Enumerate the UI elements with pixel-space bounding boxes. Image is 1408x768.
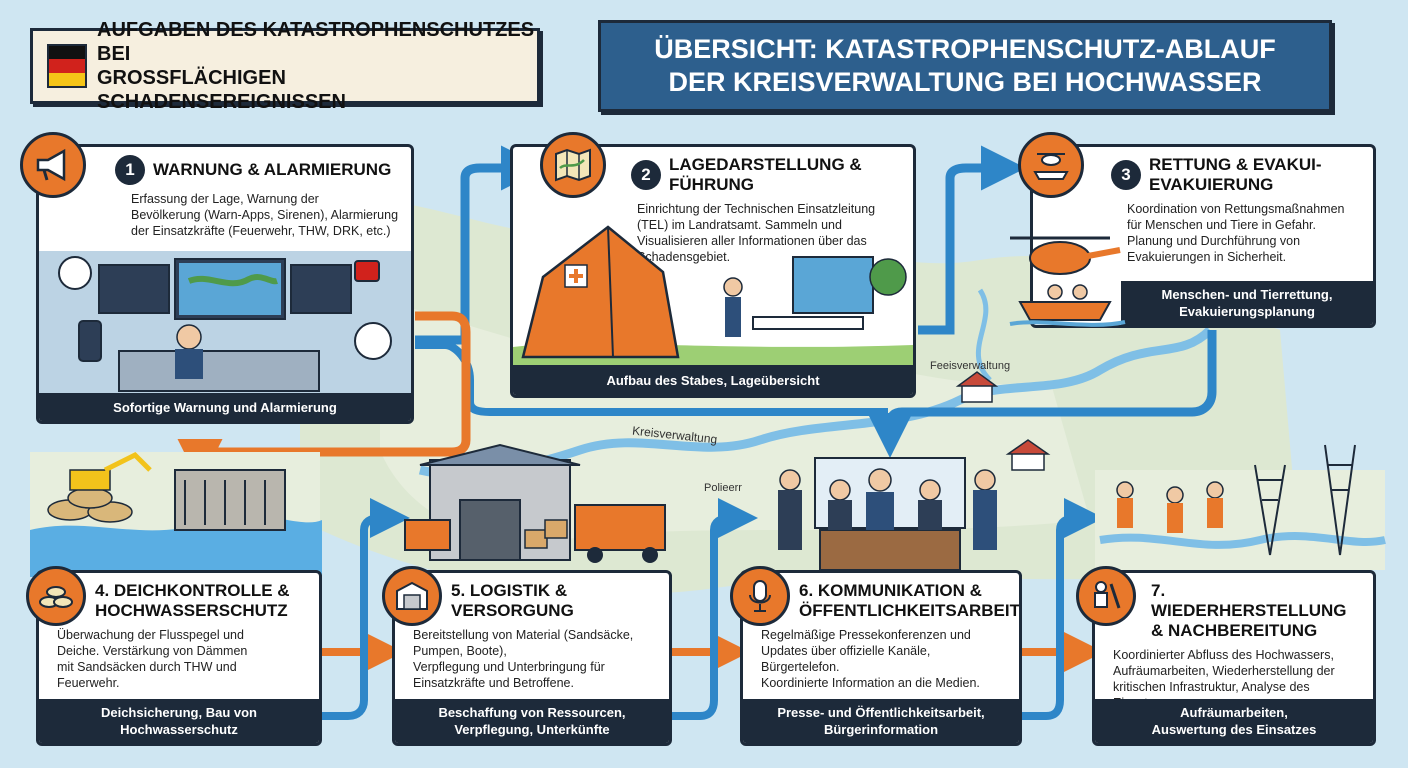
step-footer: Aufräumarbeiten, Auswertung des Einsatze… <box>1095 699 1373 743</box>
flow-arrow-5-up <box>322 498 410 720</box>
step-card-6: 6. KOMMUNIKATION &ÖFFENTLICHKEITSARBEIT … <box>740 570 1022 746</box>
warehouse-icon <box>382 566 442 626</box>
step-title: WARNUNG & ALARMIERUNG <box>153 160 392 179</box>
house-icon <box>1005 439 1051 471</box>
step-title: 6. KOMMUNIKATION &ÖFFENTLICHKEITSARBEIT <box>799 581 1020 620</box>
header-left-title: AUFGABEN DES KATASTROPHENSCHUTZES BEI GR… <box>97 19 535 113</box>
megaphone-icon <box>20 132 86 198</box>
step-number: 2 <box>631 160 661 190</box>
flow-arrow-7-up <box>1022 498 1104 720</box>
warehouse-illustration <box>404 443 666 563</box>
rescue-boat-icon <box>1018 132 1084 198</box>
step-description: Erfassung der Lage, Warnung der Bevölker… <box>131 192 399 238</box>
header-left-banner: AUFGABEN DES KATASTROPHENSCHUTZES BEI GR… <box>30 19 540 113</box>
german-flag-icon <box>47 44 87 88</box>
step-description: Bereitstellung von Material (Sandsäcke, … <box>413 628 634 690</box>
step-footer: Presse- und Öffentlichkeitsarbeit, Bürge… <box>743 699 1019 743</box>
header-right-line2: DER KREISVERWALTUNG BEI HOCHWASSER <box>668 67 1262 97</box>
step-card-3: 3 RETTUNG & EVAKUI-EVAKUIERUNG Koordinat… <box>1030 144 1376 328</box>
header-right-banner: ÜBERSICHT: KATASTROPHENSCHUTZ-ABLAUF DER… <box>598 20 1332 112</box>
step-title: 4. DEICHKONTROLLE &HOCHWASSERSCHUTZ <box>95 581 290 620</box>
step-description: Regelmäßige Pressekonferenzen und Update… <box>761 628 980 690</box>
step-footer: Sofortige Warnung und Alarmierung <box>39 393 411 421</box>
step-footer: Beschaffung von Ressourcen, Verpflegung,… <box>395 699 669 743</box>
dam-illustration <box>30 451 322 577</box>
command-tent-illustration <box>513 225 913 371</box>
press-conference-illustration <box>778 457 997 571</box>
step-footer: Aufbau des Stabes, Lageübersicht <box>513 365 913 395</box>
step-card-4: 4. DEICHKONTROLLE &HOCHWASSERSCHUTZ Über… <box>36 570 322 746</box>
flow-arrow-1-2 <box>415 145 546 345</box>
step-title: LAGEDARSTELLUNG &FÜHRUNG <box>669 155 862 194</box>
step-card-1: 1 WARNUNG & ALARMIERUNG Erfassung der La… <box>36 144 414 424</box>
repair-illustration <box>1095 444 1386 570</box>
step-title: RETTUNG & EVAKUI-EVAKUIERUNG <box>1149 155 1322 194</box>
step-title: 5. LOGISTIK &VERSORGUNG <box>451 581 574 620</box>
microphone-icon <box>730 566 790 626</box>
step-description: Koordination von Rettungsmaßnahmen für M… <box>1127 202 1345 264</box>
header-right-line1: ÜBERSICHT: KATASTROPHENSCHUTZ-ABLAUF <box>654 34 1276 64</box>
step-card-7: 7. WIEDERHERSTELLUNG& NACHBEREITUNG Koor… <box>1092 570 1376 746</box>
map-label-polieerr: Polieerr <box>704 482 742 494</box>
river-tributary <box>976 288 992 382</box>
sandbag-icon <box>26 566 86 626</box>
map-icon <box>540 132 606 198</box>
flow-arrow-6-up <box>672 498 758 720</box>
step-description: Einrichtung der Technischen Einsatzleitu… <box>637 202 876 264</box>
flow-arrow-2-3 <box>918 145 1026 335</box>
repair-worker-icon <box>1076 566 1136 626</box>
step-footer: Menschen- und Tierrettung, Evakuierungsp… <box>1121 281 1373 325</box>
step-description: Überwachung der Flusspegel und Deiche. V… <box>57 628 248 690</box>
step-number: 3 <box>1111 160 1141 190</box>
step-number: 1 <box>115 155 145 185</box>
step-title: 7. WIEDERHERSTELLUNG& NACHBEREITUNG <box>1151 581 1347 640</box>
river <box>418 326 1214 479</box>
flow-arrow-3-down <box>867 330 1217 458</box>
control-room-illustration <box>39 251 411 397</box>
step-footer: Deichsicherung, Bau von Hochwasserschutz <box>39 699 319 743</box>
step-card-2: 2 LAGEDARSTELLUNG &FÜHRUNG Einrichtung d… <box>510 144 916 398</box>
helicopter-boat-illustration <box>1009 236 1126 327</box>
house-icon <box>955 371 999 403</box>
map-label-feeisverwaltung: Feeisverwaltung <box>930 360 1011 372</box>
